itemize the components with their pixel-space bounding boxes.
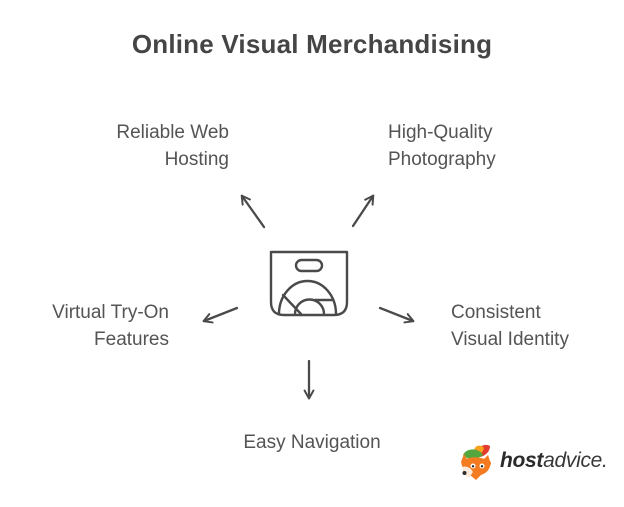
node-virtual-try-on-features: Virtual Try-On Features <box>52 299 169 353</box>
node-label-line: Visual Identity <box>451 329 569 350</box>
node-label-line: High-Quality <box>388 122 493 143</box>
logo-word-host: host <box>500 449 544 472</box>
node-label-line: Easy Navigation <box>243 432 381 453</box>
node-label-line: Hosting <box>164 149 229 170</box>
node-easy-navigation: Easy Navigation <box>0 429 624 456</box>
node-label-line: Consistent <box>451 302 541 323</box>
hostadvice-logo: hostadvice. <box>456 441 608 483</box>
node-label-line: Photography <box>388 149 496 170</box>
node-high-quality-photography: High-Quality Photography <box>388 119 496 173</box>
node-consistent-visual-identity: Consistent Visual Identity <box>451 299 569 353</box>
shopping-bag-icon <box>269 250 349 317</box>
arrow-up-left-icon <box>240 194 266 229</box>
node-label-line: Reliable Web <box>116 122 229 143</box>
arrow-up-right-icon <box>351 194 375 228</box>
logo-word-advice: advice. <box>543 449 608 472</box>
fox-mascot-icon <box>461 444 491 480</box>
node-label-line: Features <box>94 329 169 350</box>
arrow-left-icon <box>202 306 239 324</box>
page-title: Online Visual Merchandising <box>131 29 493 59</box>
logo-wordmark: hostadvice. <box>500 449 608 475</box>
arrow-right-icon <box>378 306 415 324</box>
node-reliable-web-hosting: Reliable Web Hosting <box>116 119 229 173</box>
node-label-line: Virtual Try-On <box>52 302 169 323</box>
